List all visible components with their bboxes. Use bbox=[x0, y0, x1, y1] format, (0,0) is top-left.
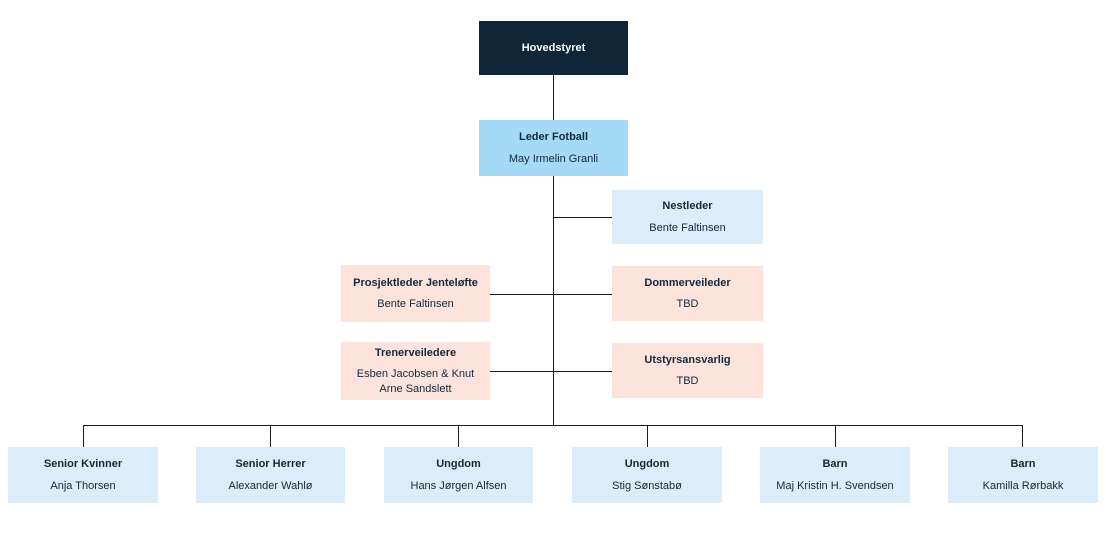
node-person-name: TBD bbox=[676, 375, 699, 387]
connector-stub-line bbox=[1022, 425, 1023, 447]
node-title: Prosjektleder Jenteløfte bbox=[353, 276, 478, 289]
node-title: Utstyrsansvarlig bbox=[644, 353, 731, 366]
org-node-leder-fotball: Leder Fotball May Irmelin Granli bbox=[479, 120, 628, 176]
node-title: Nestleder bbox=[662, 200, 713, 213]
node-person-name: Kamilla Rørbakk bbox=[982, 479, 1064, 492]
org-node-nestleder: Nestleder Bente Faltinsen bbox=[612, 190, 763, 244]
node-person-name: Hans Jørgen Alfsen bbox=[410, 479, 507, 492]
node-title: Senior Kvinner bbox=[43, 458, 123, 471]
node-person-name: Anja Thorsen bbox=[50, 479, 116, 492]
org-node-ungdom-1: Ungdom Hans Jørgen Alfsen bbox=[384, 447, 533, 503]
org-node-dommerveileder: Dommerveileder TBD bbox=[612, 266, 763, 321]
connector-stub-line bbox=[647, 425, 648, 447]
org-node-utstyrsansvarlig: Utstyrsansvarlig TBD bbox=[612, 343, 763, 398]
node-person-name: Bente Faltinsen bbox=[649, 221, 726, 234]
org-node-senior-kvinner: Senior Kvinner Anja Thorsen bbox=[8, 447, 158, 503]
node-title: Barn bbox=[1010, 458, 1036, 471]
connector-stub-line bbox=[835, 425, 836, 447]
connector-row2-line bbox=[490, 294, 612, 295]
node-person-name: Alexander Wahlø bbox=[228, 479, 313, 492]
org-node-ungdom-2: Ungdom Stig Sønstabø bbox=[572, 447, 722, 503]
node-person-name: Stig Sønstabø bbox=[612, 479, 682, 492]
node-title: Senior Herrer bbox=[235, 458, 306, 471]
node-person-name: May Irmelin Granli bbox=[508, 152, 599, 165]
node-title: Dommerveileder bbox=[644, 276, 731, 289]
node-person-name: Esben Jacobsen & Knut Arne Sandslett bbox=[356, 368, 475, 395]
connector-stub-line bbox=[270, 425, 271, 447]
org-node-trenerveiledere: Trenerveiledere Esben Jacobsen & Knut Ar… bbox=[341, 342, 490, 400]
connector-row3-line bbox=[490, 371, 612, 372]
org-node-prosjektleder-jentelofte: Prosjektleder Jenteløfte Bente Faltinsen bbox=[341, 265, 490, 322]
connector-stub-line bbox=[83, 425, 84, 447]
org-node-barn-2: Barn Kamilla Rørbakk bbox=[948, 447, 1098, 503]
node-title: Trenerveiledere bbox=[374, 347, 457, 360]
org-node-senior-herrer: Senior Herrer Alexander Wahlø bbox=[196, 447, 345, 503]
connector-nestleder-line bbox=[553, 217, 612, 218]
node-person-name: TBD bbox=[676, 298, 699, 310]
node-title: Leder Fotball bbox=[518, 131, 589, 144]
node-title: Hovedstyret bbox=[521, 41, 586, 54]
node-title: Barn bbox=[822, 458, 848, 471]
node-title: Ungdom bbox=[624, 458, 670, 471]
connector-bottom-rail-line bbox=[83, 425, 1023, 426]
node-person-name: Maj Kristin H. Svendsen bbox=[776, 479, 894, 492]
org-node-barn-1: Barn Maj Kristin H. Svendsen bbox=[760, 447, 910, 503]
node-person-name: Bente Faltinsen bbox=[377, 298, 454, 310]
org-node-hovedstyret: Hovedstyret bbox=[479, 21, 628, 75]
connector-stub-line bbox=[458, 425, 459, 447]
connector-trunk-line bbox=[553, 75, 554, 425]
node-title: Ungdom bbox=[436, 458, 481, 471]
